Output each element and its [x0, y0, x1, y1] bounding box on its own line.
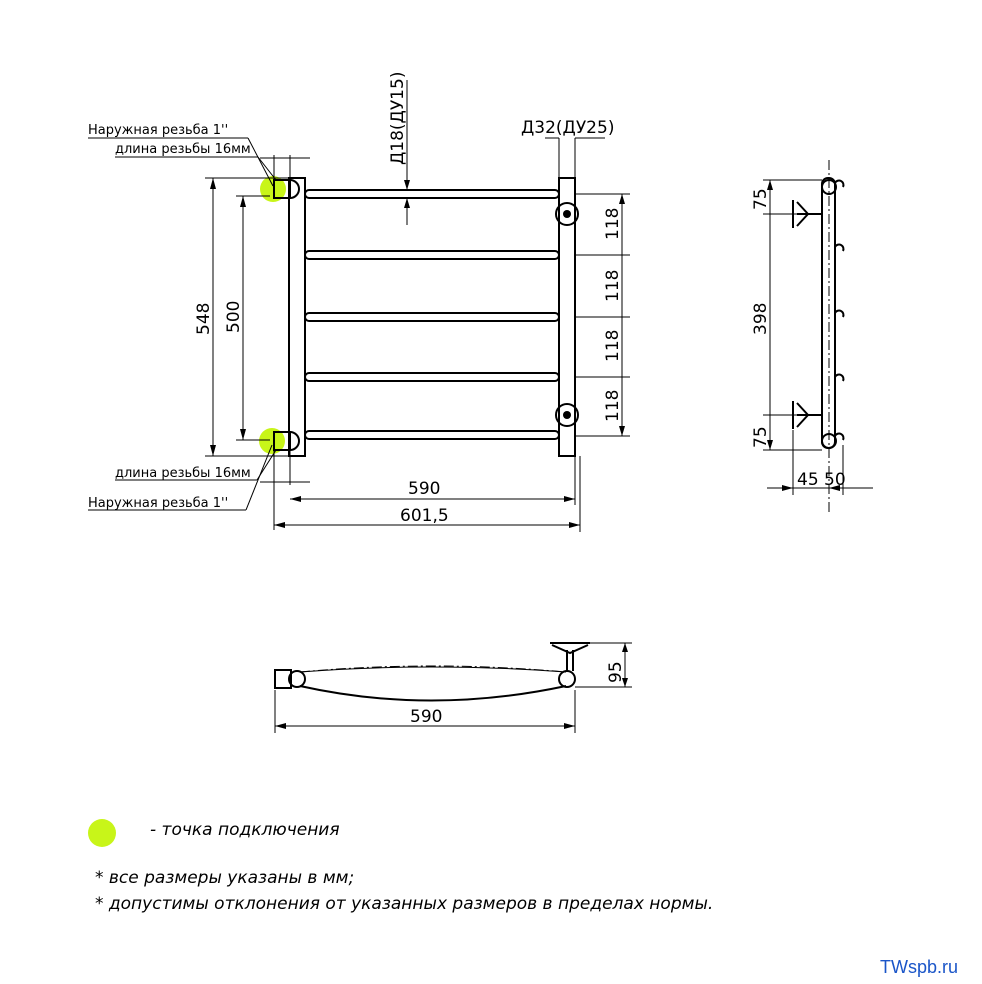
site-link[interactable]: TWspb.ru [880, 957, 959, 977]
thread-bottom-label: Наружная резьба 1'' [88, 496, 228, 511]
pipe-large-label: Д32(ДУ25) [521, 118, 614, 138]
bar-spacing-4: 118 [603, 390, 623, 422]
center-distance-label: 500 [224, 301, 244, 333]
top-view-depth-label: 95 [606, 661, 626, 683]
side-depth-a-label: 45 [797, 470, 819, 490]
bracket-bottom [555, 403, 579, 427]
legend-connection-point: - точка подключения [150, 820, 340, 840]
rung [304, 372, 560, 382]
rung [304, 312, 560, 322]
left-collector [288, 177, 306, 457]
connection-point-bottom [259, 428, 285, 454]
thread-length-bottom-label: длина резьбы 16мм [115, 466, 251, 481]
thread-length-top-label: длина резьбы 16мм [115, 142, 251, 157]
bar-spacing-1: 118 [603, 208, 623, 240]
front-view: Д18(ДУ15) Д32(ДУ25) 548 500 118 118 118 … [88, 72, 630, 532]
side-bottom-offset-label: 75 [751, 426, 771, 448]
top-view: 95 590 [274, 642, 632, 733]
side-depth-b-label: 50 [824, 470, 846, 490]
rung [304, 430, 560, 440]
pipe-small-label: Д18(ДУ15) [388, 72, 408, 165]
legend-note-units: * все размеры указаны в мм; [95, 868, 355, 888]
legend-note-tolerance: * допустимы отклонения от указанных разм… [95, 894, 714, 914]
rung [304, 250, 560, 260]
connection-point-legend-dot [88, 819, 116, 847]
bar-spacing-2: 118 [603, 270, 623, 302]
bar-spacing-3: 118 [603, 330, 623, 362]
connection-fitting-bottom [259, 428, 300, 454]
bracket-top [555, 202, 579, 226]
top-view-width-label: 590 [410, 707, 442, 727]
width-total-label: 590 [408, 479, 440, 499]
side-bracket-distance-label: 398 [751, 303, 771, 335]
rung [304, 189, 560, 199]
width-overall-label: 601,5 [400, 506, 449, 526]
connection-fitting-top [260, 176, 300, 202]
side-bracket-top [792, 200, 822, 228]
rungs [304, 189, 560, 440]
side-bracket-bottom [792, 401, 822, 429]
height-total-label: 548 [194, 303, 214, 335]
thread-top-label: Наружная резьба 1'' [88, 123, 228, 138]
side-top-offset-label: 75 [751, 188, 771, 210]
side-view: 75 398 75 45 50 [751, 160, 873, 512]
